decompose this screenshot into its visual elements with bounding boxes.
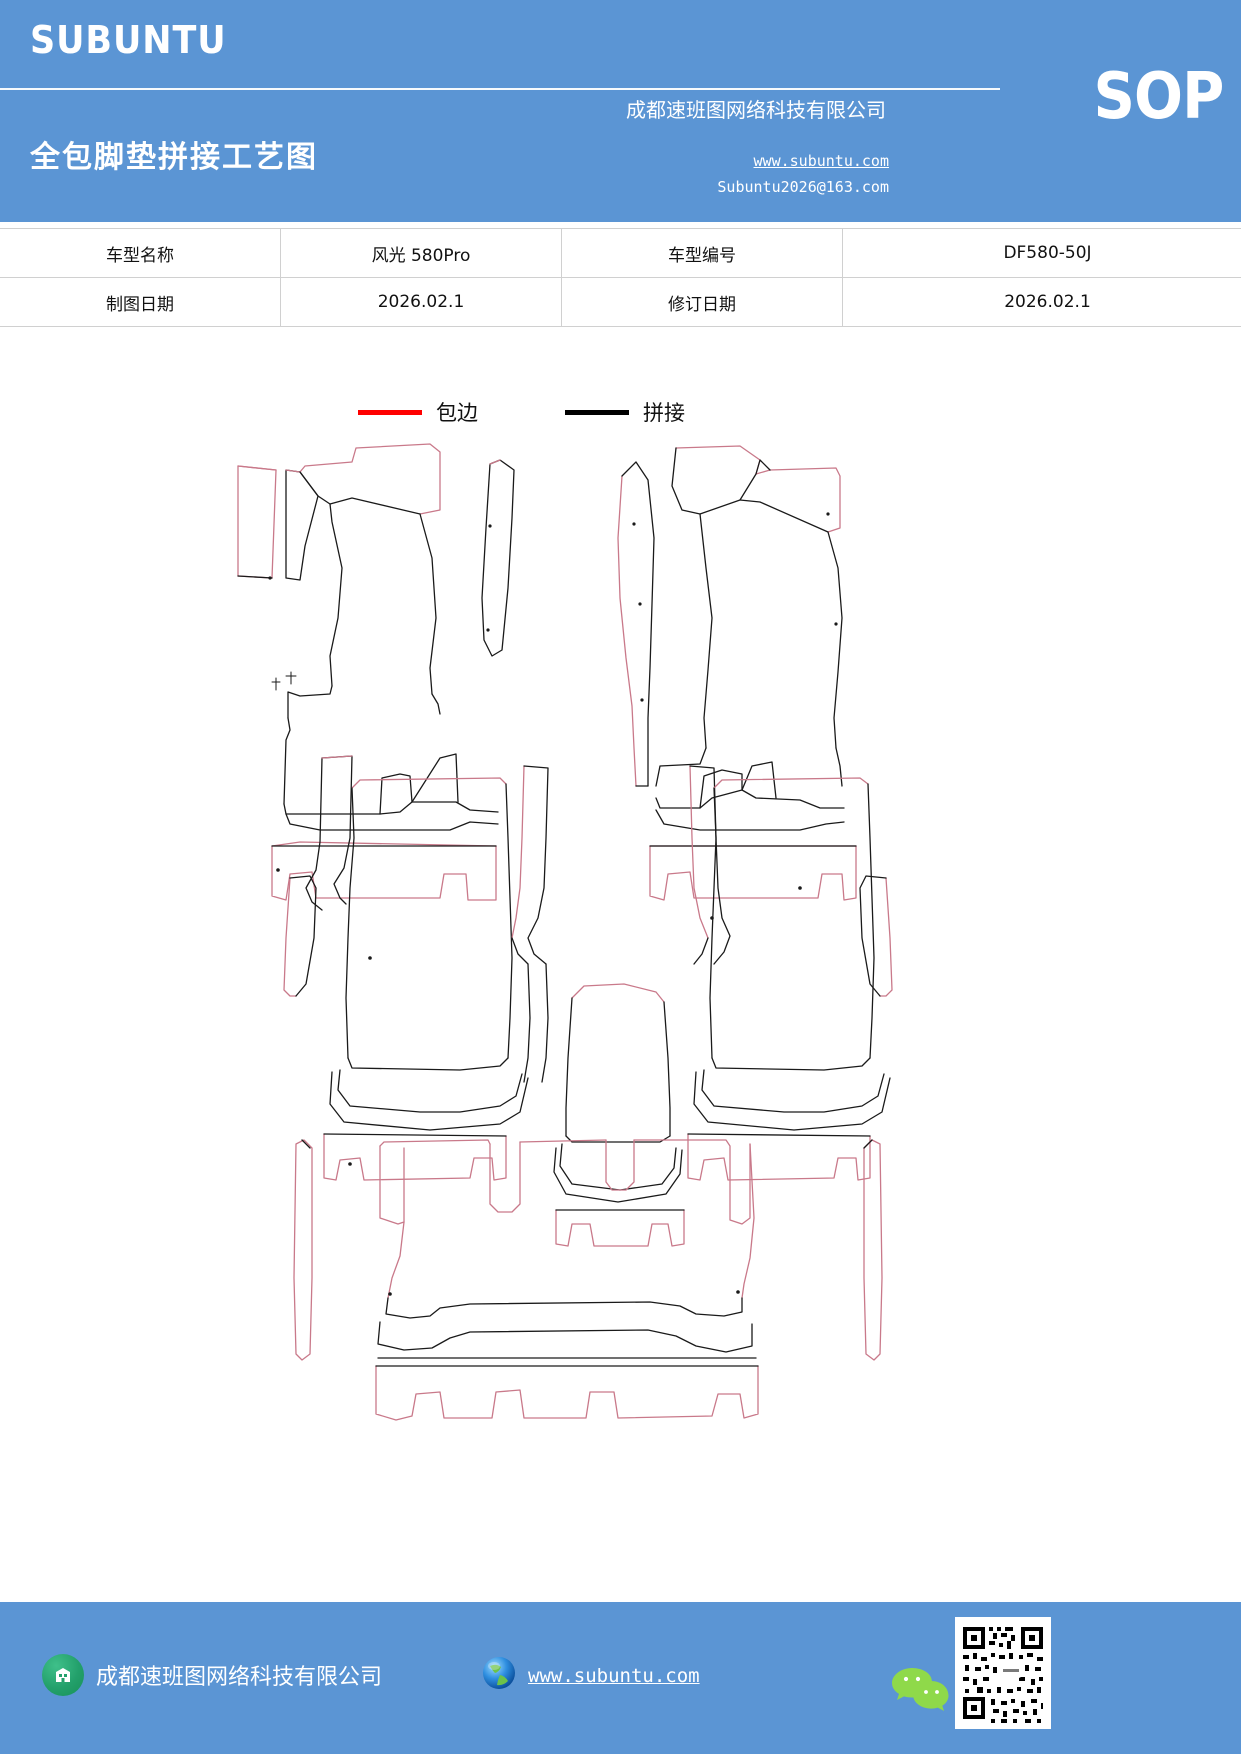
legend-label-splice: 拼接 bbox=[643, 401, 685, 425]
footer-company-name: 成都速班图网络科技有限公司 bbox=[96, 1665, 383, 1690]
label-model-name: 车型名称 bbox=[0, 228, 281, 278]
legend-label-edging: 包边 bbox=[436, 401, 478, 425]
value-model-name: 风光 580Pro bbox=[280, 228, 562, 278]
value-draw-date: 2026.02.1 bbox=[280, 277, 562, 327]
footer-company-block: 成都速班图网络科技有限公司 bbox=[42, 1654, 382, 1696]
black-line-swatch bbox=[565, 409, 629, 415]
value-revision-date: 2026.02.1 bbox=[842, 277, 1241, 327]
brand-logo: SUBUNTU bbox=[30, 18, 227, 62]
vehicle-info-table: 车型名称 风光 580Pro 车型编号 DF580-50J 制图日期 2026.… bbox=[0, 228, 1241, 327]
piece-front-left bbox=[237, 443, 499, 901]
label-revision-date: 修订日期 bbox=[561, 277, 843, 327]
header-email[interactable]: Subuntu2026@163.com bbox=[717, 178, 889, 196]
wechat-icon bbox=[890, 1664, 952, 1717]
technical-drawing bbox=[0, 418, 1241, 1428]
building-icon bbox=[42, 1654, 84, 1696]
legend-item-splice: 拼接 bbox=[565, 397, 685, 427]
header-company-name: 成都速班图网络科技有限公司 bbox=[626, 98, 886, 122]
legend-item-edging: 包边 bbox=[358, 397, 478, 427]
page-footer: 成都速班图网络科技有限公司 www.subuntu.com bbox=[0, 1602, 1241, 1754]
piece-second-row-right bbox=[687, 765, 893, 1361]
value-model-code: DF580-50J bbox=[842, 228, 1241, 278]
red-line-swatch bbox=[358, 409, 422, 415]
qr-code bbox=[955, 1617, 1051, 1729]
label-model-code: 车型编号 bbox=[561, 228, 843, 278]
piece-third-row bbox=[375, 1139, 759, 1421]
drawing-legend: 包边 拼接 bbox=[0, 395, 1241, 435]
floor-mat-layout-svg bbox=[237, 443, 893, 1421]
header-website-link[interactable]: www.subuntu.com bbox=[753, 152, 889, 170]
page-header: SUBUNTU 全包脚垫拼接工艺图 成都速班图网络科技有限公司 SOP www.… bbox=[0, 0, 1241, 222]
piece-second-row-center bbox=[553, 983, 685, 1247]
sop-badge: SOP bbox=[1093, 60, 1224, 134]
label-draw-date: 制图日期 bbox=[0, 277, 281, 327]
footer-website-block[interactable]: www.subuntu.com bbox=[480, 1654, 700, 1697]
footer-website-link[interactable]: www.subuntu.com bbox=[528, 1664, 700, 1687]
piece-second-row-left bbox=[283, 755, 549, 1361]
header-divider bbox=[0, 88, 1000, 90]
page-title: 全包脚垫拼接工艺图 bbox=[30, 140, 318, 175]
piece-front-right bbox=[617, 445, 857, 901]
globe-icon bbox=[480, 1654, 518, 1697]
piece-front-left-sill bbox=[481, 459, 515, 657]
table-row: 制图日期 2026.02.1 修订日期 2026.02.1 bbox=[0, 277, 1241, 327]
table-row: 车型名称 风光 580Pro 车型编号 DF580-50J bbox=[0, 228, 1241, 278]
